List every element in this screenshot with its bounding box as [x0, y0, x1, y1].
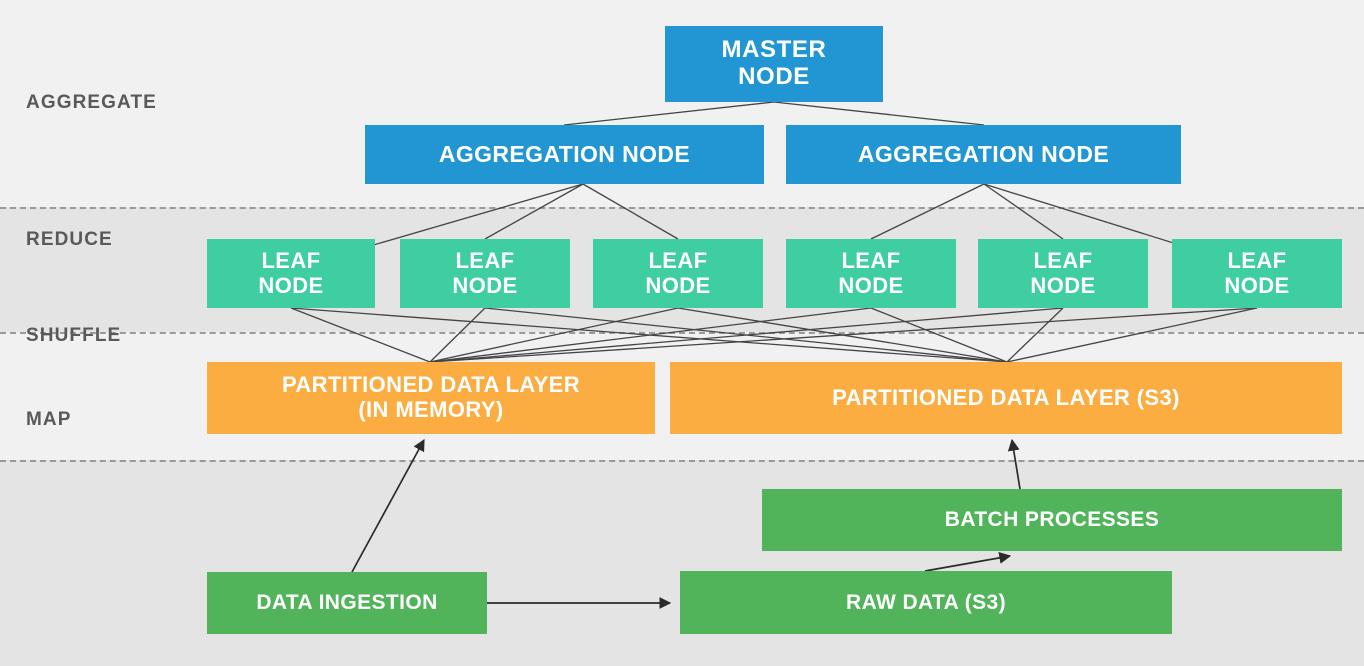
leaf-node-4[interactable]: LEAF NODE — [786, 239, 956, 308]
stage-label-reduce: REDUCE — [26, 229, 113, 250]
batch-processes[interactable]: BATCH PROCESSES — [762, 489, 1342, 551]
leaf-node-5[interactable]: LEAF NODE — [978, 239, 1148, 308]
data-ingestion-label: DATA INGESTION — [256, 591, 438, 615]
leaf-node-2-label-line2: NODE — [452, 272, 518, 298]
master-node[interactable]: MASTER NODE — [665, 26, 883, 102]
pdl-s3-label: PARTITIONED DATA LAYER (S3) — [832, 384, 1180, 410]
aggregation-node-1[interactable]: AGGREGATION NODE — [365, 125, 764, 184]
data-ingestion[interactable]: DATA INGESTION — [207, 572, 487, 634]
aggregation-node-2-label: AGGREGATION NODE — [857, 140, 1110, 167]
pdl-memory-label-line1: PARTITIONED DATA LAYER — [281, 372, 581, 398]
leaf-node-6-label-line1: LEAF — [1227, 247, 1287, 273]
leaf-node-1-label-line2: NODE — [258, 272, 324, 298]
leaf-node-3-label-line1: LEAF — [648, 247, 708, 273]
leaf-node-5-label-line1: LEAF — [1033, 247, 1093, 273]
map-bottom-divider — [0, 460, 1364, 462]
raw-data-s3-label: RAW DATA (S3) — [846, 590, 1006, 614]
leaf-node-3[interactable]: LEAF NODE — [593, 239, 763, 308]
aggregation-node-2[interactable]: AGGREGATION NODE — [786, 125, 1181, 184]
leaf-node-3-label-line2: NODE — [645, 272, 711, 298]
leaf-node-5-label-line2: NODE — [1030, 272, 1096, 298]
batch-processes-label: BATCH PROCESSES — [944, 508, 1160, 532]
partitioned-data-layer-s3[interactable]: PARTITIONED DATA LAYER (S3) — [670, 362, 1342, 434]
leaf-node-1[interactable]: LEAF NODE — [207, 239, 375, 308]
raw-data-s3[interactable]: RAW DATA (S3) — [680, 571, 1172, 634]
leaf-node-2[interactable]: LEAF NODE — [400, 239, 570, 308]
leaf-node-4-label-line1: LEAF — [841, 247, 901, 273]
stage-label-aggregate: AGGREGATE — [26, 92, 157, 113]
stage-label-shuffle: SHUFFLE — [26, 325, 122, 346]
partitioned-data-layer-memory[interactable]: PARTITIONED DATA LAYER (IN MEMORY) — [207, 362, 655, 434]
master-node-label-line1: MASTER — [721, 36, 827, 64]
stage-label-map: MAP — [26, 409, 72, 430]
leaf-node-6-label-line2: NODE — [1224, 272, 1290, 298]
aggregation-node-1-label: AGGREGATION NODE — [438, 140, 691, 167]
master-node-label-line2: NODE — [738, 63, 810, 90]
aggregate-reduce-divider — [0, 207, 1364, 209]
leaf-node-4-label-line2: NODE — [838, 272, 904, 298]
pdl-memory-label-line2: (IN MEMORY) — [358, 397, 504, 422]
leaf-node-6[interactable]: LEAF NODE — [1172, 239, 1342, 308]
leaf-node-2-label-line1: LEAF — [455, 247, 515, 273]
shuffle-divider — [0, 332, 1364, 334]
leaf-node-1-label-line1: LEAF — [261, 247, 321, 273]
